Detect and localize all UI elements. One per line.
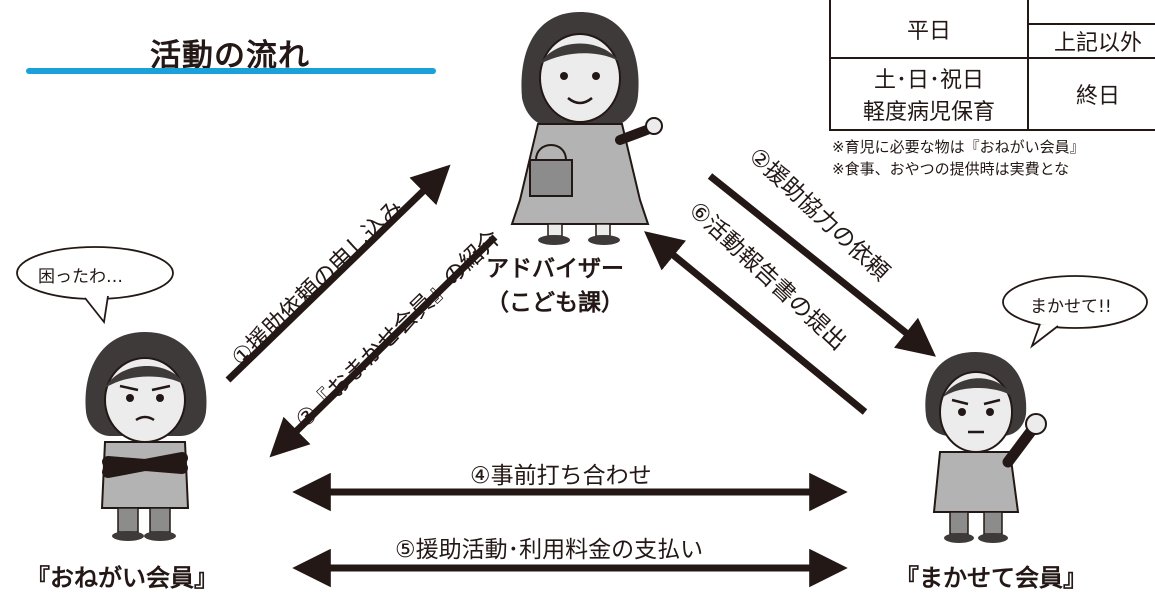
adviser-label: アドバイザー （こども課） bbox=[470, 252, 640, 320]
fee-note-2: ※食事、おやつの提供時は実費とな bbox=[832, 160, 1070, 178]
fee-table-row2-label: 土･日･祝日 軽度病児保育 bbox=[829, 57, 1029, 131]
arrow-step6 bbox=[644, 231, 868, 415]
fee-note-1: ※育児に必要な物は『おねがい会員』 bbox=[832, 138, 1085, 156]
arrow-step1 bbox=[225, 164, 451, 383]
onegai-member-label: 『おねがい会員』 bbox=[26, 564, 218, 592]
flow-step4-label: ④事前打ち合わせ bbox=[470, 463, 652, 489]
speech-bubble-icon bbox=[1002, 275, 1148, 349]
makase-member-label: 『まかせて会員』 bbox=[895, 564, 1087, 592]
adviser-illustration bbox=[510, 12, 663, 245]
makase-bubble-text: まかせて!! bbox=[1030, 297, 1112, 317]
makase-member-illustration bbox=[925, 352, 1047, 543]
speech-bubble-icon bbox=[16, 246, 174, 325]
arrow-step3 bbox=[269, 234, 498, 458]
fee-table: 平日 上記以外 土･日･祝日 軽度病児保育 終日 bbox=[829, 0, 1155, 131]
onegai-member-illustration bbox=[85, 332, 207, 541]
fee-table-row1-label: 平日 bbox=[829, 0, 1029, 59]
adviser-label-line2: （こども課） bbox=[486, 290, 624, 316]
flow-step5-label: ⑤援助活動･利用料金の支払い bbox=[395, 537, 704, 563]
fee-table-row2-label-line2: 軽度病児保育 bbox=[862, 100, 995, 125]
arrow-step2 bbox=[707, 173, 937, 357]
title-underline bbox=[26, 68, 436, 74]
fee-table-row1-sub: 上記以外 bbox=[1027, 23, 1155, 59]
fee-table-row2-label-line1: 土･日･祝日 bbox=[873, 68, 984, 93]
fee-table-row1-cell bbox=[1027, 0, 1155, 25]
onegai-bubble-text: 困ったわ… bbox=[38, 267, 123, 287]
adviser-label-line1: アドバイザー bbox=[486, 256, 624, 282]
fee-table-row2-value: 終日 bbox=[1027, 57, 1155, 131]
